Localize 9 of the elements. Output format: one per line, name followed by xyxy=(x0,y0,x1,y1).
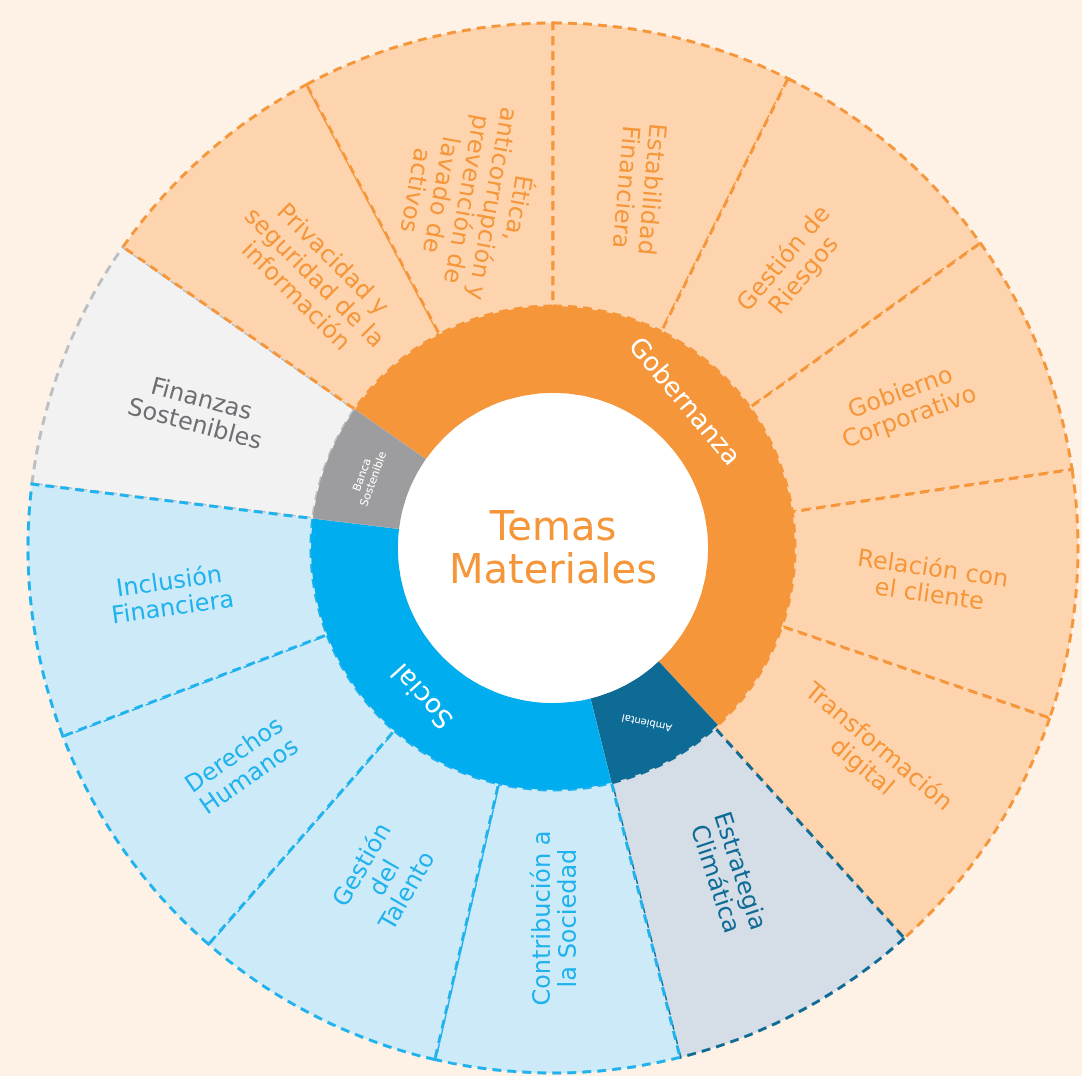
inner-ring-segment xyxy=(312,409,427,530)
topic-label: Relación con el cliente xyxy=(855,544,1012,618)
topic-label: Inclusión Financiera xyxy=(108,558,237,631)
outer-ring-segment xyxy=(433,781,682,1075)
center-title: Temas Materiales xyxy=(448,504,658,592)
category-label: Ambiental xyxy=(620,711,675,736)
inner-ring-segment xyxy=(590,661,719,783)
topic-label: Estabilidad Financiera xyxy=(605,121,671,259)
topic-label: Contribución a la Sociedad xyxy=(530,829,583,1008)
